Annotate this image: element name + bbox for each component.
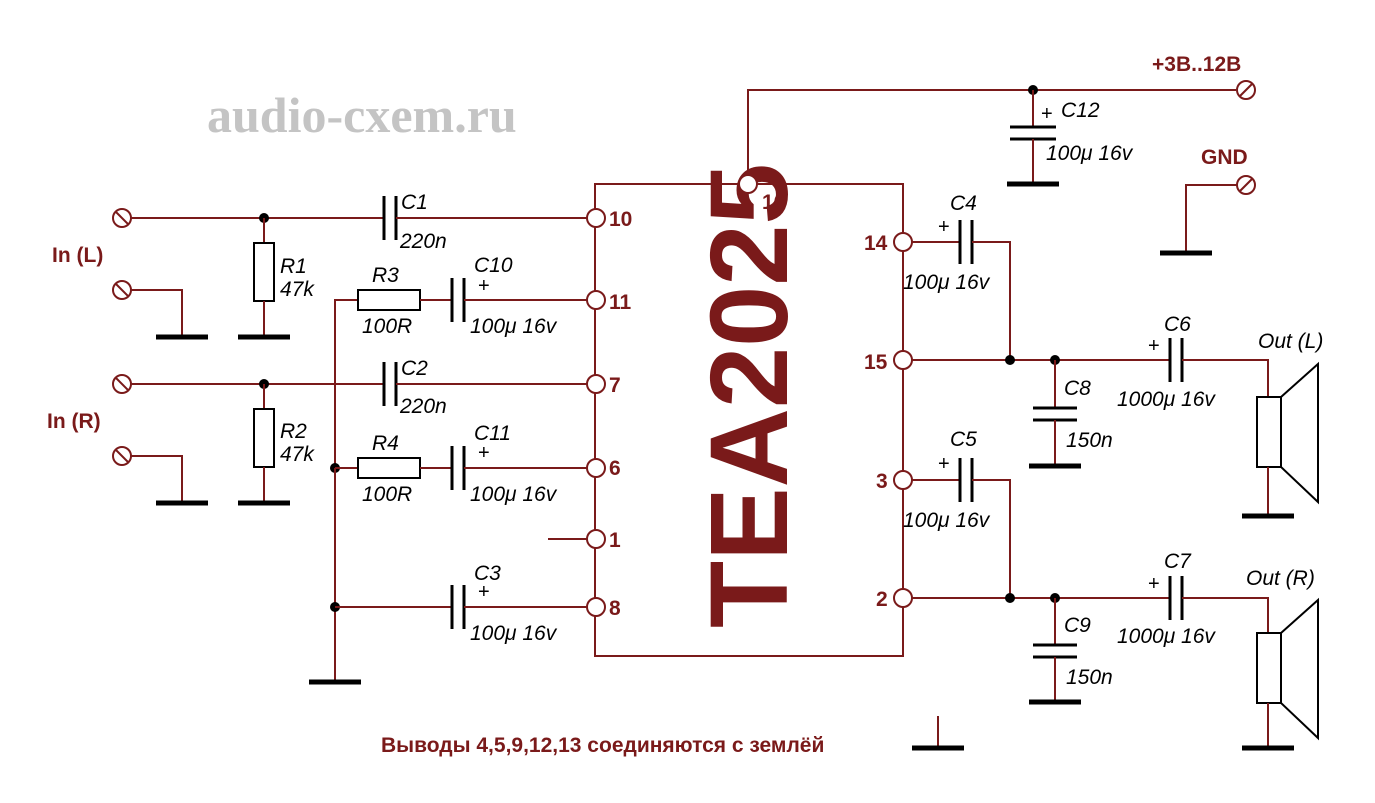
c7-name: C7 <box>1164 550 1192 573</box>
r3-body <box>357 289 421 311</box>
c3-name: C3 <box>474 562 501 585</box>
pin-7-terminal <box>586 374 606 394</box>
right-output-section: 3 + C5 100μ 16v 2 C9 150n + C7 1000μ 16v… <box>876 428 1319 751</box>
c2-name: C2 <box>401 357 428 380</box>
polarity-mark: + <box>478 442 490 464</box>
pin-16-terminal <box>738 174 758 194</box>
pin-8-terminal <box>586 597 606 617</box>
c8-value: 150n <box>1066 429 1113 452</box>
r4-value: 100R <box>362 483 412 506</box>
polarity-mark: + <box>478 581 490 603</box>
c7-value: 1000μ 16v <box>1117 625 1216 648</box>
speaker-right-magnet <box>1256 632 1282 704</box>
c5-name: C5 <box>950 428 977 451</box>
r4-name: R4 <box>372 432 399 455</box>
polarity-mark: + <box>1148 573 1160 595</box>
pin-15-terminal <box>893 350 913 370</box>
r3-name: R3 <box>372 264 399 287</box>
out-left-label: Out (L) <box>1258 330 1323 353</box>
watermark: audio-cxem.ru <box>207 87 517 143</box>
left-output-section: 14 + C4 100μ 16v 15 C8 150n + C6 1000μ 1… <box>864 192 1323 519</box>
gnd-label: GND <box>1201 146 1248 169</box>
speaker-left-cone <box>1280 361 1319 505</box>
left-input-section: In (L) R1 47k C1 220n 10 R3 100R + C10 1… <box>52 191 632 468</box>
junction-dot <box>1005 355 1015 365</box>
r2-body <box>253 408 275 468</box>
c12-value: 100μ 16v <box>1046 142 1134 165</box>
c4-name: C4 <box>950 192 977 215</box>
r3-value: 100R <box>362 315 412 338</box>
pin-1-8-section: 1 + C3 100μ 16v 8 <box>309 468 621 685</box>
pin-15-label: 15 <box>864 351 888 374</box>
out-right-label: Out (R) <box>1246 567 1315 590</box>
r4-body <box>357 457 421 479</box>
c4-value: 100μ 16v <box>903 271 991 294</box>
pin-10-terminal <box>586 208 606 228</box>
in-left-label: In (L) <box>52 244 103 267</box>
c9-name: C9 <box>1064 614 1091 637</box>
pin-16-label: 16 <box>762 191 785 214</box>
junction-dot <box>1005 593 1015 603</box>
speaker-right-cone <box>1280 597 1319 741</box>
c11-name: C11 <box>474 422 511 445</box>
r1-name: R1 <box>280 255 307 278</box>
pin-1-terminal <box>586 529 606 549</box>
vcc-label: +3В..12В <box>1152 53 1241 76</box>
r1-value: 47k <box>280 278 315 301</box>
c10-value: 100μ 16v <box>470 315 558 338</box>
c12-name: C12 <box>1061 99 1100 122</box>
pin-10-label: 10 <box>609 208 632 231</box>
pin-7-label: 7 <box>609 374 621 397</box>
pin-6-terminal <box>586 458 606 478</box>
c9-value: 150n <box>1066 666 1113 689</box>
c8-name: C8 <box>1064 377 1091 400</box>
pin-2-terminal <box>893 588 913 608</box>
pin-11-terminal <box>586 290 606 310</box>
c11-value: 100μ 16v <box>470 483 558 506</box>
c6-name: C6 <box>1164 313 1191 336</box>
c10-name: C10 <box>474 254 513 277</box>
pin-3-terminal <box>893 470 913 490</box>
pin-14-label: 14 <box>864 232 888 255</box>
polarity-mark: + <box>478 275 490 297</box>
polarity-mark: + <box>938 453 950 475</box>
in-right-label: In (R) <box>47 410 101 433</box>
vcc-rail <box>747 89 1236 184</box>
c5-value: 100μ 16v <box>903 509 991 532</box>
pin-6-label: 6 <box>609 457 621 480</box>
right-input-section: In (R) R2 47k C2 220n 7 R4 100R + C11 10… <box>47 357 621 506</box>
polarity-mark: + <box>938 216 950 238</box>
polarity-mark: + <box>1041 103 1053 125</box>
gnd-wire <box>1185 184 1237 253</box>
pin-2-label: 2 <box>876 588 888 611</box>
pin-8-label: 8 <box>609 597 621 620</box>
chip-name: TEA2025 <box>688 163 811 628</box>
polarity-mark: + <box>1148 335 1160 357</box>
pin-14-terminal <box>893 232 913 252</box>
r1-body <box>253 242 275 302</box>
pin-1-label: 1 <box>609 529 621 552</box>
pin-3-label: 3 <box>876 470 888 493</box>
r2-value: 47k <box>280 443 315 466</box>
c1-value: 220n <box>399 230 447 253</box>
pin-11-label: 11 <box>609 291 632 314</box>
power-section: 16 + C12 100μ 16v +3В..12В GND <box>738 53 1256 256</box>
r2-name: R2 <box>280 420 307 443</box>
ground-pins-note: Выводы 4,5,9,12,13 соединяются с землёй <box>381 734 824 757</box>
c1-name: C1 <box>401 191 428 214</box>
c6-value: 1000μ 16v <box>1117 388 1216 411</box>
c3-value: 100μ 16v <box>470 622 558 645</box>
c2-value: 220n <box>399 395 447 418</box>
speaker-left-magnet <box>1256 396 1282 468</box>
